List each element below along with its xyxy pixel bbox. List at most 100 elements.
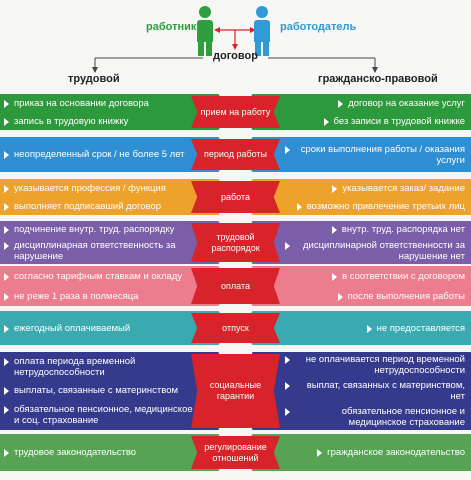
right-items: не оплачивается период временной нетрудо…	[285, 352, 465, 430]
left-band	[0, 352, 230, 430]
left-band	[0, 266, 230, 306]
triangle-bullet-icon	[317, 449, 323, 457]
triangle-bullet-icon	[331, 225, 337, 234]
left-item-text: ежегодный оплачиваемый	[14, 322, 131, 334]
right-band	[241, 94, 471, 130]
right-items: внутр. труд. распорядка нет дисциплинарно…	[285, 221, 465, 264]
right-item: возможно привлечение третьих лиц	[285, 201, 465, 212]
right-item: сроки выполнения работы / оказания услуг…	[285, 144, 465, 166]
left-band	[0, 179, 230, 215]
right-item: внутр. труд. распорядка нет	[285, 224, 465, 235]
left-band	[0, 434, 230, 471]
triangle-bullet-icon	[4, 225, 9, 234]
triangle-bullet-icon	[4, 449, 9, 457]
triangle-bullet-icon	[4, 151, 9, 159]
triangle-bullet-icon	[337, 292, 343, 301]
left-items: ежегодный оплачиваемый	[4, 311, 194, 345]
right-items: гражданское законодательство	[285, 434, 465, 471]
category-label: регулирование отношений	[191, 436, 280, 469]
right-item: гражданское законодательство	[285, 447, 465, 458]
left-item: ежегодный оплачиваемый	[4, 323, 194, 334]
right-item: дисциплинарной ответственности за наруше…	[285, 240, 465, 262]
right-item-text: выплат, связанных с материнством, нет	[306, 380, 465, 402]
right-item-text: гражданское законодательство	[327, 447, 465, 458]
civil-contract-title: гражданско-правовой	[318, 73, 438, 85]
header-area: работник работодатель договор трудовой г…	[0, 0, 471, 92]
right-band	[241, 221, 471, 264]
category-label: трудовой распорядок	[191, 223, 280, 262]
right-band	[241, 311, 471, 345]
right-items: не предоставляется	[285, 311, 465, 345]
triangle-bullet-icon	[332, 184, 338, 193]
left-items: подчинение внутр. труд. распорядку дисцип…	[4, 221, 194, 264]
right-item: не оплачивается период временной нетрудо…	[285, 354, 465, 376]
right-item-text: внутр. труд. распорядка нет	[341, 223, 465, 235]
left-item-text: обязательное пенсионное, медицинское и с…	[14, 404, 193, 427]
left-item: обязательное пенсионное, медицинское и с…	[4, 404, 194, 426]
triangle-bullet-icon	[4, 202, 9, 211]
right-band	[241, 179, 471, 215]
left-band	[0, 311, 230, 345]
triangle-bullet-icon	[285, 145, 290, 154]
triangle-bullet-icon	[366, 324, 372, 333]
right-item-text: не оплачивается период временной нетрудо…	[305, 354, 465, 376]
left-item-text: подчинение внутр. труд. распорядку	[14, 223, 175, 235]
left-item: не реже 1 раза в полмесяца	[4, 291, 194, 302]
triangle-bullet-icon	[332, 272, 338, 281]
left-items: указывается профессия / функция выполняет…	[4, 179, 194, 215]
right-item: после выполнения работы	[285, 291, 465, 302]
triangle-bullet-icon	[323, 117, 329, 126]
employee-person-icon	[197, 6, 213, 56]
contract-label: договор	[213, 50, 258, 62]
right-item: в соответствии с договором	[285, 271, 465, 282]
comparison-row: указывается профессия / функция выполняет…	[0, 179, 471, 215]
right-item-text: после выполнения работы	[347, 290, 465, 302]
right-item-text: сроки выполнения работы / оказания услуг…	[300, 143, 465, 166]
triangle-bullet-icon	[285, 382, 290, 390]
category-label: отпуск	[191, 313, 280, 343]
comparison-row: трудовое законодательство гражданское зак…	[0, 434, 471, 471]
right-item: договор на оказание услуг	[285, 98, 465, 109]
category-label: прием на работу	[191, 96, 280, 128]
left-item: указывается профессия / функция	[4, 183, 194, 194]
left-item: выполняет подписавший договор	[4, 201, 194, 212]
left-items: оплата периода временной нетрудоспособно…	[4, 352, 194, 430]
right-item: выплат, связанных с материнством, нет	[285, 380, 465, 402]
employer-label: работодатель	[280, 21, 357, 33]
left-band	[0, 137, 230, 172]
left-item-text: выполняет подписавший договор	[14, 200, 162, 212]
right-item-text: указывается заказ/ задание	[342, 182, 465, 194]
left-item: неопределенный срок / не более 5 лет	[4, 149, 194, 160]
triangle-bullet-icon	[4, 272, 9, 281]
left-band	[0, 94, 230, 130]
triangle-bullet-icon	[4, 387, 9, 396]
labor-contract-title: трудовой	[68, 73, 120, 85]
category-label: оплата	[191, 268, 280, 304]
left-item: согласно тарифным ставкам и окладу	[4, 271, 194, 282]
left-item-text: оплата периода временной нетрудоспособно…	[14, 355, 136, 378]
right-item: не предоставляется	[285, 323, 465, 334]
triangle-bullet-icon	[4, 406, 9, 415]
triangle-bullet-icon	[4, 184, 9, 193]
left-item: дисциплинарная ответственность за наруше…	[4, 240, 194, 262]
right-item: без записи в трудовой книжке	[285, 116, 465, 127]
triangle-bullet-icon	[285, 356, 290, 364]
left-item-text: согласно тарифным ставкам и окладу	[14, 270, 183, 282]
left-items: трудовое законодательство	[4, 434, 194, 471]
right-item: обязательное пенсионное и медицинское ст…	[285, 406, 465, 428]
triangle-bullet-icon	[285, 408, 290, 416]
triangle-bullet-icon	[4, 324, 9, 333]
triangle-bullet-icon	[285, 241, 290, 250]
left-band	[0, 221, 230, 264]
employer-person-icon	[254, 6, 270, 56]
left-item-text: выплаты, связанные с материнством	[14, 385, 179, 397]
right-item-text: обязательное пенсионное и медицинское ст…	[341, 406, 465, 428]
left-item-text: дисциплинарная ответственность за наруше…	[14, 239, 176, 262]
left-item-text: трудовое законодательство	[14, 447, 137, 458]
category-label: работа	[191, 181, 280, 213]
comparison-row: оплата периода временной нетрудоспособно…	[0, 352, 471, 430]
left-item-text: указывается профессия / функция	[14, 182, 166, 194]
triangle-bullet-icon	[4, 99, 9, 108]
